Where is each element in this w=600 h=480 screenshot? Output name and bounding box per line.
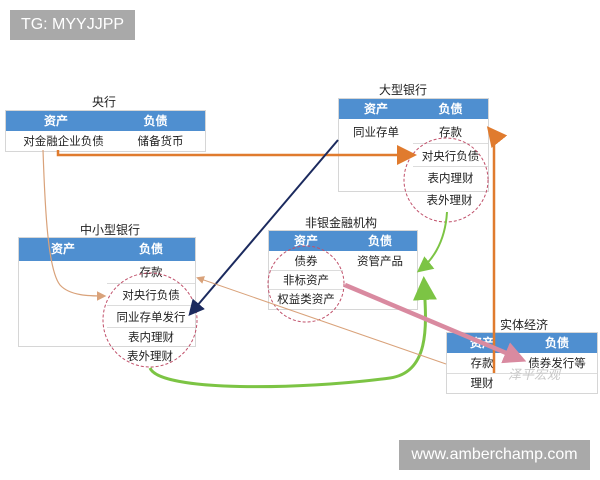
- liability-header: 负债: [143, 114, 168, 128]
- asset-header: 资产: [293, 234, 318, 248]
- row-divider: [447, 373, 597, 374]
- large-bank-highlight-circle: [403, 137, 489, 223]
- liability-cell: 存款: [139, 265, 163, 279]
- liability-cell: 表内理财: [128, 330, 174, 344]
- central-bank-title: 央行: [92, 95, 117, 109]
- nonbank-title: 非银金融机构: [305, 216, 378, 230]
- liability-cell: 债券发行等: [528, 356, 586, 370]
- watermark: 泽平宏观: [508, 368, 561, 383]
- nonbank-to-real-arrow: [344, 282, 527, 364]
- nonbank-table: 资产 负债 债券 资管产品 非标资产 权益类资产: [268, 230, 418, 310]
- row-divider: [107, 305, 195, 306]
- table-header: 资产 负债: [269, 231, 417, 251]
- asset-header: 资产: [50, 242, 75, 256]
- asset-cell: 债券: [294, 254, 318, 268]
- row-divider: [107, 327, 195, 328]
- asset-header: 资产: [43, 114, 68, 128]
- central-to-large-arrow: [56, 145, 417, 165]
- liability-header: 负债: [367, 234, 392, 248]
- liability-cell: 表外理财: [127, 349, 173, 363]
- asset-cell: 存款: [470, 356, 494, 370]
- large-to-small-arrow: [188, 139, 339, 317]
- row-divider: [413, 143, 488, 144]
- bottom-watermark-badge: www.amberchamp.com: [399, 440, 590, 470]
- liability-cell: 储备货币: [137, 134, 184, 148]
- liability-cell: 表内理财: [427, 171, 474, 185]
- table-header: 资产 负债: [6, 111, 205, 131]
- real-economy-title: 实体经济: [500, 318, 549, 332]
- liability-header: 负债: [544, 336, 569, 350]
- nonbank-highlight-circle: [267, 245, 345, 323]
- real-to-small-arrow: [196, 276, 447, 365]
- asset-cell: 同业存单: [353, 125, 399, 139]
- large-bank-title: 大型银行: [379, 83, 428, 97]
- small-to-nonbank-arrow: [148, 276, 437, 389]
- liability-header: 负债: [138, 242, 163, 256]
- liability-header: 负债: [438, 102, 463, 116]
- liability-cell: 同业存单发行: [116, 310, 186, 324]
- asset-header: 资产: [363, 102, 388, 116]
- row-divider: [413, 166, 488, 167]
- central-to-small-arrow: [42, 149, 107, 301]
- asset-cell: 非标资产: [283, 273, 329, 287]
- real-to-large-arrow: [486, 126, 508, 373]
- row-divider: [107, 283, 195, 284]
- large-bank-table: 资产 负债 同业存单 存款 对央行负债 表内理财: [338, 98, 489, 192]
- asset-cell: 理财: [470, 376, 494, 390]
- top-watermark-badge: TG: MYYJJPP: [10, 10, 135, 40]
- liability-cell: 对央行负债: [421, 149, 480, 163]
- table-header: 资产 负债: [19, 238, 195, 261]
- row-divider: [269, 289, 343, 290]
- liability-cell: 表外理财: [426, 193, 473, 207]
- table-header: 资产 负债: [339, 99, 488, 119]
- small-bank-title: 中小型银行: [80, 223, 141, 237]
- liability-cell: 存款: [439, 125, 462, 139]
- large-to-nonbank-arrow: [416, 211, 448, 273]
- liability-cell: 对央行负债: [122, 288, 180, 302]
- row-divider: [269, 270, 343, 271]
- small-bank-table: 资产 负债 存款 对央行负债 同业存单发行 表内理财: [18, 237, 196, 347]
- asset-cell: 对金融企业负债: [23, 134, 104, 148]
- liability-cell: 资管产品: [357, 254, 403, 268]
- central-bank-table: 资产 负债 对金融企业负债 储备货币: [5, 110, 206, 152]
- small-bank-highlight-circle: [102, 272, 198, 368]
- asset-cell: 权益类资产: [277, 292, 335, 306]
